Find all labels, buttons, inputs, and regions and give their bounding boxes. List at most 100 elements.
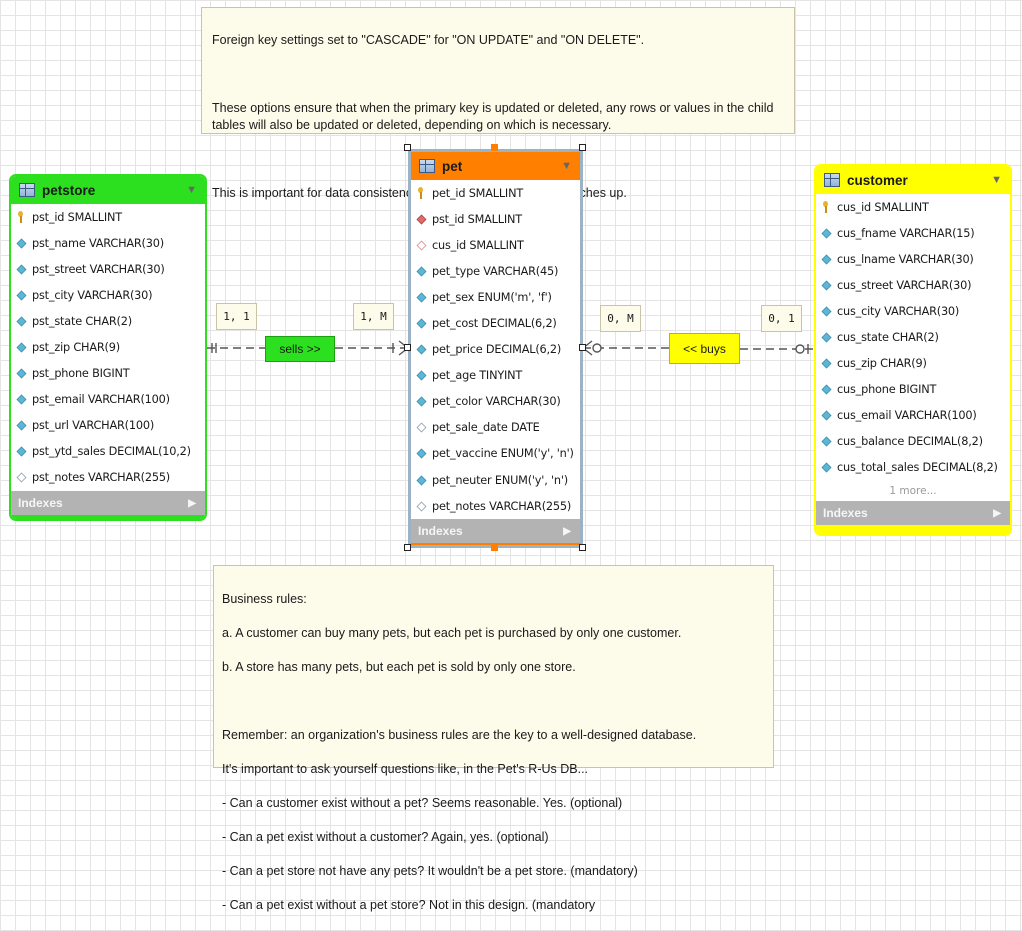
column-label: pst_street VARCHAR(30) xyxy=(32,262,165,276)
customer-columns: cus_id SMALLINT cus_fname VARCHAR(15) cus_… xyxy=(816,194,1010,482)
resize-handle[interactable] xyxy=(404,344,411,351)
customer-indexes-section[interactable]: Indexes ▶ xyxy=(816,501,1010,526)
petstore-indexes-section[interactable]: Indexes ▶ xyxy=(11,491,205,516)
pet-column-row[interactable]: pet_sex ENUM('m', 'f') xyxy=(411,284,580,310)
pet-column-row[interactable]: pet_price DECIMAL(6,2) xyxy=(411,337,580,363)
column-icon xyxy=(16,238,27,249)
petstore-column-row[interactable]: pst_street VARCHAR(30) xyxy=(11,256,205,282)
petstore-column-row[interactable]: pst_zip CHAR(9) xyxy=(11,334,205,360)
column-label: pst_url VARCHAR(100) xyxy=(32,419,155,433)
more-columns-link[interactable]: 1 more... xyxy=(889,485,937,498)
pet-column-row[interactable]: pet_age TINYINT xyxy=(411,363,580,389)
pet-column-row[interactable]: pet_notes VARCHAR(255) xyxy=(411,493,580,519)
pet-indexes-section[interactable]: Indexes ▶ xyxy=(411,519,580,544)
pet-column-row[interactable]: pet_color VARCHAR(30) xyxy=(411,389,580,415)
petstore-column-row[interactable]: pst_url VARCHAR(100) xyxy=(11,413,205,439)
pet-column-row[interactable]: pet_vaccine ENUM('y', 'n') xyxy=(411,441,580,467)
customer-column-row[interactable]: cus_balance DECIMAL(8,2) xyxy=(816,429,1010,455)
indexes-label: Indexes xyxy=(823,506,868,521)
collapse-arrow-icon[interactable]: ▼ xyxy=(991,174,1002,186)
column-label: cus_fname VARCHAR(15) xyxy=(837,226,975,240)
table-icon xyxy=(19,183,35,197)
column-label: pst_id SMALLINT xyxy=(32,210,122,224)
expand-arrow-icon[interactable]: ▶ xyxy=(188,497,196,509)
sells-left-cardinality[interactable]: 1, 1 xyxy=(216,303,257,330)
customer-column-row[interactable]: cus_id SMALLINT xyxy=(816,194,1010,220)
collapse-arrow-icon[interactable]: ▼ xyxy=(186,184,197,196)
column-icon xyxy=(416,318,427,329)
indexes-label: Indexes xyxy=(418,524,463,539)
cardinality-text: 1, M xyxy=(360,310,387,323)
customer-column-row[interactable]: cus_total_sales DECIMAL(8,2) xyxy=(816,455,1010,481)
petstore-column-row[interactable]: pst_id SMALLINT xyxy=(11,204,205,230)
sells-relationship[interactable]: sells >> xyxy=(265,336,335,362)
column-icon xyxy=(416,266,427,277)
relationship-label: << buys xyxy=(683,341,726,356)
pet-column-row[interactable]: pet_neuter ENUM('y', 'n') xyxy=(411,467,580,493)
column-label: pet_sale_date DATE xyxy=(432,421,540,435)
petstore-column-row[interactable]: pst_ytd_sales DECIMAL(10,2) xyxy=(11,439,205,465)
collapse-arrow-icon[interactable]: ▼ xyxy=(561,160,572,172)
customer-column-row[interactable]: cus_city VARCHAR(30) xyxy=(816,298,1010,324)
expand-arrow-icon[interactable]: ▶ xyxy=(993,507,1001,519)
customer-table-header[interactable]: customer ▼ xyxy=(816,166,1010,194)
buys-left-cardinality[interactable]: 0, M xyxy=(600,305,641,332)
resize-handle[interactable] xyxy=(404,544,411,551)
column-icon xyxy=(821,332,832,343)
customer-column-row[interactable]: cus_email VARCHAR(100) xyxy=(816,403,1010,429)
customer-column-row[interactable]: cus_fname VARCHAR(15) xyxy=(816,220,1010,246)
column-label: pet_vaccine ENUM('y', 'n') xyxy=(432,447,574,461)
nullable-column-icon xyxy=(416,422,427,433)
column-icon xyxy=(416,370,427,381)
table-icon xyxy=(824,173,840,187)
table-footer xyxy=(816,525,1010,534)
customer-column-row[interactable]: cus_zip CHAR(9) xyxy=(816,351,1010,377)
column-label: cus_city VARCHAR(30) xyxy=(837,304,960,318)
pet-column-row[interactable]: pet_cost DECIMAL(6,2) xyxy=(411,310,580,336)
foreign-key-icon xyxy=(416,214,427,225)
cardinality-text: 1, 1 xyxy=(223,310,250,323)
column-icon xyxy=(16,316,27,327)
pet-table-header[interactable]: pet ▼ xyxy=(411,152,580,180)
resize-handle[interactable] xyxy=(579,144,586,151)
column-label: pst_zip CHAR(9) xyxy=(32,341,120,355)
column-label: pst_state CHAR(2) xyxy=(32,314,132,328)
resize-handle[interactable] xyxy=(579,344,586,351)
pet-column-row[interactable]: pst_id SMALLINT xyxy=(411,206,580,232)
customer-column-row[interactable]: cus_street VARCHAR(30) xyxy=(816,272,1010,298)
resize-handle[interactable] xyxy=(491,544,498,551)
expand-arrow-icon[interactable]: ▶ xyxy=(563,525,571,537)
resize-handle[interactable] xyxy=(491,144,498,151)
petstore-table[interactable]: petstore ▼ pst_id SMALLINT pst_name VARCH… xyxy=(9,174,207,521)
cascade-note[interactable]: Foreign key settings set to "CASCADE" fo… xyxy=(201,7,795,200)
column-icon xyxy=(821,280,832,291)
resize-handle[interactable] xyxy=(579,544,586,551)
column-label: cus_total_sales DECIMAL(8,2) xyxy=(837,461,998,475)
resize-handle[interactable] xyxy=(404,144,411,151)
petstore-table-header[interactable]: petstore ▼ xyxy=(11,176,205,204)
column-label: cus_state CHAR(2) xyxy=(837,331,939,345)
pet-column-row[interactable]: pet_id SMALLINT xyxy=(411,180,580,206)
petstore-column-row[interactable]: pst_state CHAR(2) xyxy=(11,308,205,334)
column-label: cus_balance DECIMAL(8,2) xyxy=(837,435,983,449)
petstore-column-row[interactable]: pst_email VARCHAR(100) xyxy=(11,387,205,413)
business-rules-line: - Can a customer exist without a pet? Se… xyxy=(222,796,623,810)
sells-right-cardinality[interactable]: 1, M xyxy=(353,303,394,330)
petstore-column-row[interactable]: pst_city VARCHAR(30) xyxy=(11,282,205,308)
petstore-column-row[interactable]: pst_phone BIGINT xyxy=(11,361,205,387)
business-rules-line: Remember: an organization's business rul… xyxy=(222,728,697,742)
customer-column-row[interactable]: cus_lname VARCHAR(30) xyxy=(816,246,1010,272)
buys-right-cardinality[interactable]: 0, 1 xyxy=(761,305,802,332)
customer-column-row[interactable]: cus_state CHAR(2) xyxy=(816,324,1010,350)
buys-relationship[interactable]: << buys xyxy=(669,333,740,364)
pet-column-row[interactable]: pet_type VARCHAR(45) xyxy=(411,258,580,284)
customer-table[interactable]: customer ▼ cus_id SMALLINT cus_fname VARC… xyxy=(814,164,1012,536)
pet-column-row[interactable]: pet_sale_date DATE xyxy=(411,415,580,441)
petstore-column-row[interactable]: pst_notes VARCHAR(255) xyxy=(11,465,205,491)
pet-column-row[interactable]: cus_id SMALLINT xyxy=(411,232,580,258)
customer-column-row[interactable]: cus_phone BIGINT xyxy=(816,377,1010,403)
petstore-column-row[interactable]: pst_name VARCHAR(30) xyxy=(11,230,205,256)
table-name: petstore xyxy=(42,182,96,198)
foreign-key-icon xyxy=(416,240,427,251)
